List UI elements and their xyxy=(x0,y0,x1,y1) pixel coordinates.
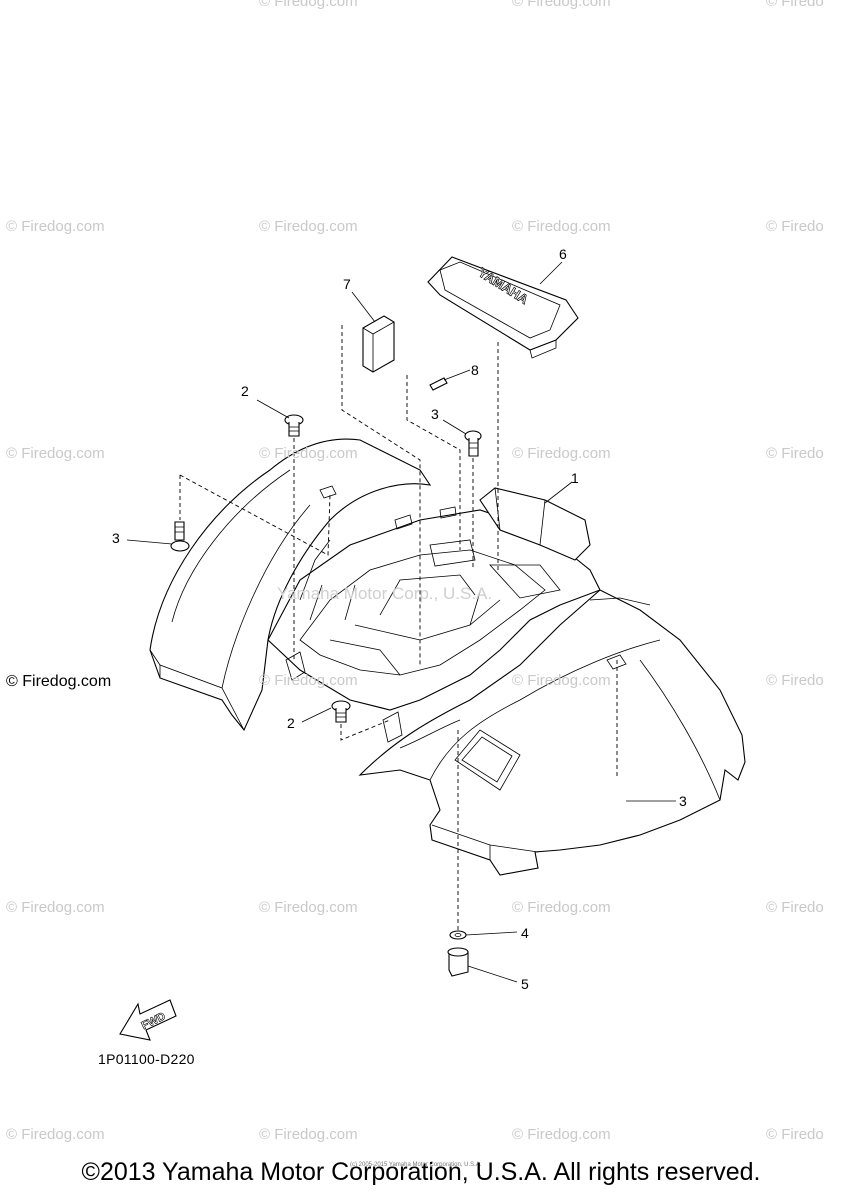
watermark: © Firedog.com xyxy=(6,1126,105,1143)
watermark: © Firedog.com xyxy=(512,1126,611,1143)
watermark: © Firedog.com xyxy=(512,218,611,235)
watermark: © Firedog.com xyxy=(259,218,358,235)
fwd-arrow-icon: FWD xyxy=(119,999,177,1041)
callout-1: 1 xyxy=(571,470,579,486)
callout-7: 7 xyxy=(343,276,351,292)
callout-5: 5 xyxy=(521,976,529,992)
watermark: © Firedog.com xyxy=(259,445,358,462)
watermark: © Firedog.com xyxy=(512,672,611,689)
bolt-3-top xyxy=(464,430,482,457)
bolt-2-top xyxy=(284,414,304,437)
watermark: © Firedog.com xyxy=(512,899,611,916)
callout-3: 3 xyxy=(679,793,687,809)
bolt-2-bottom xyxy=(331,700,351,723)
watermark: © Firedog.com xyxy=(512,0,611,10)
part-5-nut xyxy=(447,947,469,977)
watermark: © Firedo xyxy=(766,218,824,235)
callout-8: 8 xyxy=(471,362,479,378)
callout-2: 2 xyxy=(241,383,249,399)
watermark: © Firedog.com xyxy=(6,445,105,462)
part-1-rear-fender xyxy=(149,438,746,876)
watermark: © Firedog.com xyxy=(6,218,105,235)
watermark: © Firedog.com xyxy=(512,445,611,462)
part-6-rear-plate: YAMAHA xyxy=(427,256,579,359)
copyright-notice: ©2013 Yamaha Motor Corporation, U.S.A. A… xyxy=(81,1158,761,1186)
watermark: © Firedog.com xyxy=(259,1126,358,1143)
part-4-washer xyxy=(449,930,467,940)
leader-lines xyxy=(126,261,676,983)
watermark: © Firedog.com xyxy=(259,0,358,10)
watermark: © Firedog.com xyxy=(259,899,358,916)
faint-overlay-text: Yamaha Motor Corp., U.S.A. xyxy=(277,584,493,603)
watermark: © Firedog.com xyxy=(259,672,358,689)
assembly-lines xyxy=(179,325,618,930)
bolt-3-left xyxy=(170,521,190,552)
part-7-block xyxy=(362,315,395,373)
callout-3: 3 xyxy=(431,406,439,422)
part-8-pin xyxy=(429,377,448,391)
watermark-left: © Firedog.com xyxy=(6,673,112,690)
watermark: © Firedo xyxy=(766,1126,824,1143)
callout-4: 4 xyxy=(521,925,529,941)
tiny-print: (c) 2005-2015 Yamaha Motor Corporation, … xyxy=(350,1162,482,1168)
callout-2: 2 xyxy=(287,715,295,731)
callout-3: 3 xyxy=(112,530,120,546)
watermark: © Firedo xyxy=(766,672,824,689)
diagram-reference: 1P01100-D220 xyxy=(98,1051,195,1067)
callout-6: 6 xyxy=(559,246,567,262)
watermark: © Firedo xyxy=(766,899,824,916)
watermark: © Firedog.com xyxy=(6,899,105,916)
watermark: © Firedo xyxy=(766,0,824,10)
watermark: © Firedo xyxy=(766,445,824,462)
